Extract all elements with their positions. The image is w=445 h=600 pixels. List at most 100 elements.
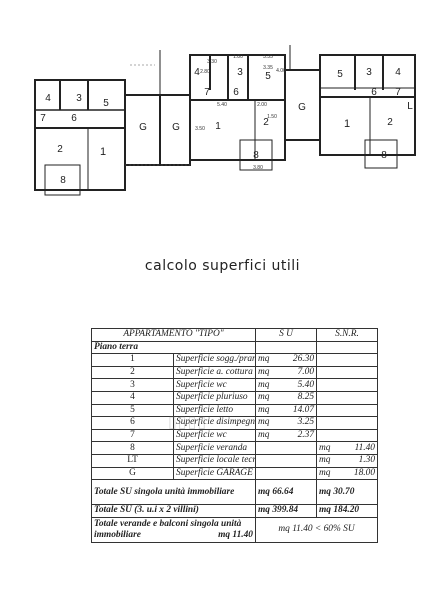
total-all-su: mq 399.84 bbox=[255, 504, 317, 518]
row-number: 6 bbox=[91, 416, 174, 430]
total-unit-snr: mq 30.70 bbox=[316, 479, 378, 506]
room-label: 5 bbox=[103, 98, 109, 109]
row-snr bbox=[316, 353, 378, 367]
room-label: 1.50 bbox=[267, 114, 277, 120]
room-label: L bbox=[407, 101, 413, 112]
row-number: 7 bbox=[91, 428, 174, 443]
room-label: 6 bbox=[233, 87, 239, 98]
room-label: 3 bbox=[76, 93, 82, 104]
row-snr bbox=[316, 390, 378, 405]
row-label: Superficie locale tecnico H 2.70 bbox=[173, 453, 256, 468]
row-su bbox=[255, 453, 317, 468]
room-label: 2.80 bbox=[200, 69, 210, 75]
unit-label: mq bbox=[319, 442, 331, 453]
row-label: Superficie veranda bbox=[173, 441, 256, 455]
room-label: 3 bbox=[237, 67, 243, 78]
unit-label: mq bbox=[258, 392, 270, 403]
row-su: mq 8.25 bbox=[255, 390, 317, 405]
room-label: 7 bbox=[204, 87, 210, 98]
su-value: 3.25 bbox=[297, 417, 314, 428]
room-label: 8 bbox=[253, 150, 259, 161]
su-header: S U bbox=[255, 328, 317, 342]
room-label: 8 bbox=[60, 175, 66, 186]
room-label: 1 bbox=[344, 118, 350, 130]
total-unit-label: Totale SU singola unità immobiliare bbox=[91, 479, 256, 506]
snr-header: S.N.R. bbox=[316, 328, 378, 342]
unit-label: mq bbox=[258, 379, 270, 390]
row-snr bbox=[316, 365, 378, 380]
surfaces-table: APPARTAMENTO "TIPO" S U S.N.R. Piano ter… bbox=[91, 328, 378, 543]
row-snr bbox=[316, 428, 378, 443]
room-label: 6 bbox=[371, 87, 377, 98]
room-label: 2 bbox=[387, 117, 393, 128]
total-unit-su: mq 66.64 bbox=[255, 479, 317, 506]
snr-value: 18.00 bbox=[353, 467, 375, 478]
total-all-label: Totale SU (3. u.i x 2 villini) bbox=[91, 504, 256, 518]
room-label: 4 bbox=[194, 67, 200, 78]
room-label: 2.00 bbox=[257, 102, 267, 108]
verande-check: mq 11.40 < 60% SU bbox=[255, 516, 378, 543]
row-number: 5 bbox=[91, 403, 174, 418]
room-label: 3 bbox=[366, 67, 372, 78]
room-label: 4.00 bbox=[276, 68, 286, 74]
room-label: 6 bbox=[71, 113, 77, 124]
su-value: 2.37 bbox=[297, 430, 314, 441]
room-label: 3.35 bbox=[263, 54, 273, 60]
row-number: 3 bbox=[91, 378, 174, 392]
row-number: 2 bbox=[91, 365, 174, 380]
row-su: mq 5.40 bbox=[255, 378, 317, 392]
su-value: 5.40 bbox=[297, 379, 314, 390]
row-label: Superficie letto bbox=[173, 403, 256, 418]
row-snr bbox=[316, 416, 378, 430]
room-label: 3.35 bbox=[263, 65, 273, 71]
room-label: 3.50 bbox=[195, 126, 205, 132]
row-snr bbox=[316, 378, 378, 392]
room-label: 7 bbox=[40, 113, 46, 124]
row-label: Superficie GARAGE H 2.40 bbox=[173, 466, 256, 481]
su-value: 8.25 bbox=[297, 392, 314, 403]
room-label: 5.40 bbox=[217, 102, 227, 108]
room-label: 2 bbox=[57, 144, 63, 155]
snr-value: 11.40 bbox=[354, 442, 375, 453]
caption: calcolo superfici utili bbox=[144, 258, 301, 274]
room-label: 3.30 bbox=[207, 59, 217, 65]
row-label: Superficie sogg./pranzo bbox=[173, 353, 256, 367]
room-label: 4 bbox=[395, 67, 401, 78]
row-label: Superficie pluriuso bbox=[173, 390, 256, 405]
room-label: 1 bbox=[215, 121, 221, 132]
su-value: 14.07 bbox=[292, 404, 314, 415]
row-su bbox=[255, 441, 317, 455]
row-label: Superficie disimpegno bbox=[173, 416, 256, 430]
room-label: 1 bbox=[100, 146, 106, 158]
room-label: 2 bbox=[263, 117, 269, 128]
verande-value: mq 11.40 bbox=[218, 529, 253, 540]
verande-cell: Totale verande e balconi singola unità i… bbox=[91, 516, 256, 543]
row-label: Superficie a. cottura bbox=[173, 365, 256, 380]
su-value: 7.00 bbox=[297, 367, 314, 378]
unit-label: mq bbox=[319, 455, 331, 466]
row-number: LT bbox=[91, 453, 174, 468]
table-title: APPARTAMENTO "TIPO" bbox=[91, 328, 256, 342]
room-label: 4 bbox=[45, 93, 51, 104]
verande-label: Totale verande e balconi singola unità i… bbox=[94, 518, 242, 540]
section-label: Piano terra bbox=[91, 340, 256, 355]
unit-label: mq bbox=[258, 404, 270, 415]
room-label: 7 bbox=[395, 87, 401, 98]
room-label: 5 bbox=[337, 69, 343, 80]
